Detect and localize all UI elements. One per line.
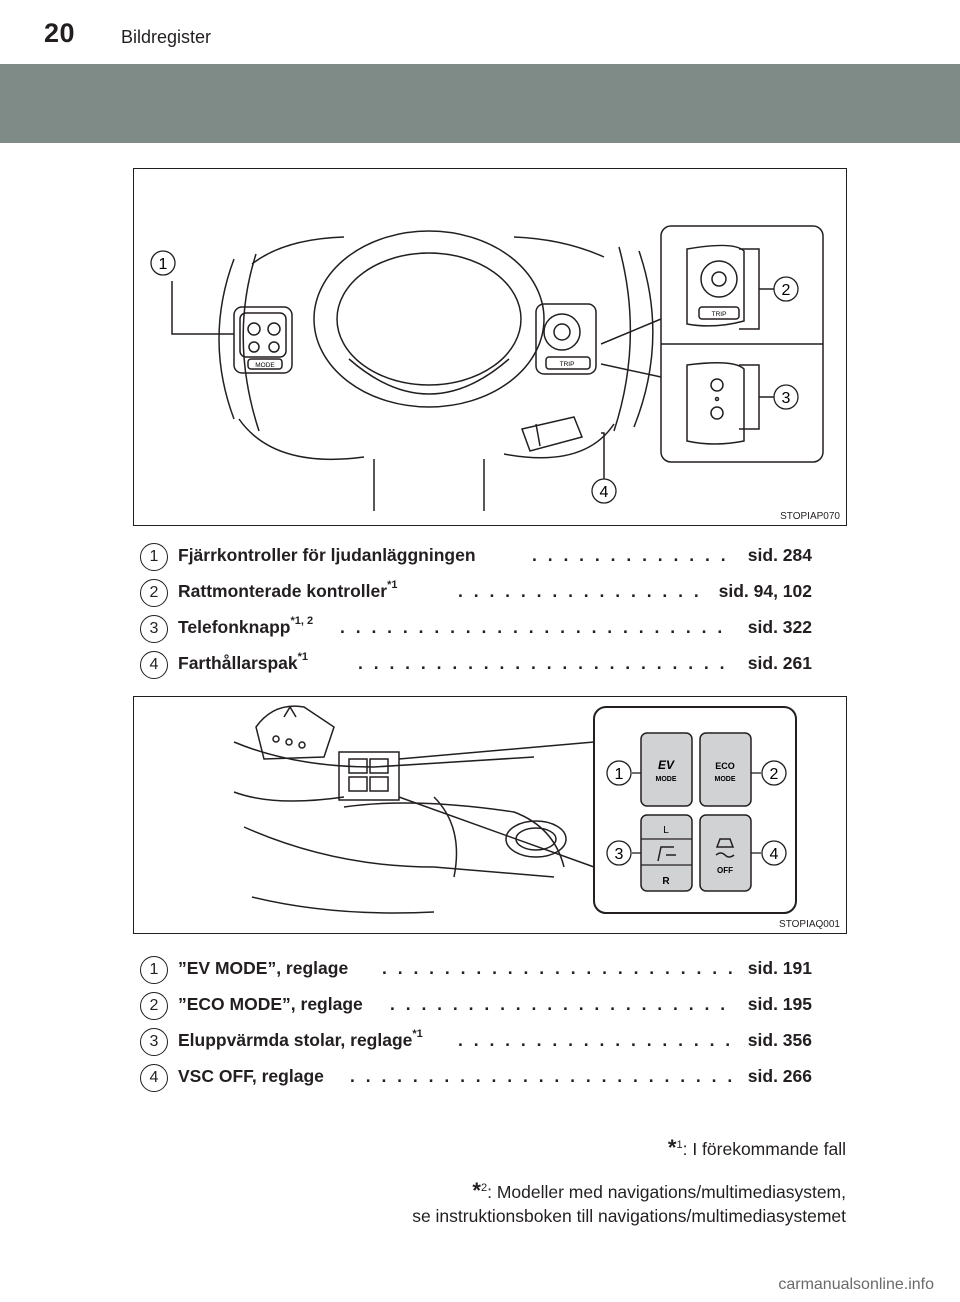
console-controls-list: 1 ”EV MODE”, reglage . . . . . . . . . .… [140,956,812,1100]
list-item: 3 Eluppvärmda stolar, reglage*1 . . . . … [140,1028,812,1064]
page-reference: sid. 261 [743,653,812,674]
leader-dots: . . . . . . . . . . . . . . . . . . . . … [358,653,732,673]
callout-4: 4 [751,840,787,866]
callout-3: 3 [773,384,799,410]
svg-text:4: 4 [770,846,779,863]
trip-label: TRIP [560,361,575,368]
page-header: 20 Bildregister [0,0,960,62]
list-item: 4 VSC OFF, reglage . . . . . . . . . . .… [140,1064,812,1100]
steering-controls-list: 1 Fjärrkontroller för ljudanläggningen .… [140,543,812,687]
item-number: 1 [140,543,168,571]
list-item: 1 ”EV MODE”, reglage . . . . . . . . . .… [140,956,812,992]
svg-text:MODE: MODE [715,776,736,783]
list-item: 1 Fjärrkontroller för ljudanläggningen .… [140,543,812,579]
seat-heater-button: L R [640,814,693,892]
steering-wheel-illustration: MODE TRIP TRIP 1 2 3 4 [150,225,824,511]
eco-mode-button: ECO MODE [699,732,752,807]
svg-text:2: 2 [782,282,791,299]
svg-text:3: 3 [782,390,791,407]
page-reference: sid. 191 [743,958,812,979]
item-label: Telefonknapp*1, 2 [178,615,314,637]
svg-text:OFF: OFF [717,866,733,875]
callout-1: 1 [150,250,176,276]
leader-dots: . . . . . . . . . . . . . . . . . . . . … [350,1066,732,1086]
item-label: Eluppvärmda stolar, reglage*1 [178,1028,423,1050]
svg-text:2: 2 [770,766,779,783]
item-label: VSC OFF, reglage [178,1066,324,1086]
list-item: 4 Farthållarspak*1 . . . . . . . . . . .… [140,651,812,687]
page-reference: sid. 356 [743,1030,812,1051]
callout-2: 2 [751,760,787,786]
leader-dots: . . . . . . . . . . . . . . . . . . . . … [340,617,732,637]
page-reference: sid. 195 [743,994,812,1015]
item-number: 3 [140,1028,168,1056]
page-reference: sid. 94, 102 [714,581,812,602]
callout-1: 1 [606,760,641,786]
item-number: 4 [140,1064,168,1092]
svg-text:ECO: ECO [715,761,735,771]
item-label: ”ECO MODE”, reglage [178,994,363,1014]
vsc-off-button: OFF [699,814,752,892]
leader-dots: . . . . . . . . . . . . . . . . . . . . … [532,545,732,565]
item-label: Rattmonterade kontroller*1 [178,579,398,601]
steering-wheel-figure: MODE TRIP TRIP 1 2 3 4 STOPIAP070 [133,168,847,526]
item-label: Farthållarspak*1 [178,651,309,673]
trip-label-inset: TRIP [712,311,727,318]
header-band [0,64,960,143]
list-item: 2 ”ECO MODE”, reglage . . . . . . . . . … [140,992,812,1028]
leader-dots: . . . . . . . . . . . . . . . . . . . . … [458,1030,732,1050]
svg-text:3: 3 [615,846,624,863]
svg-text:1: 1 [159,256,168,273]
page-reference: sid. 322 [743,617,812,638]
svg-text:R: R [662,876,670,887]
callout-2: 2 [773,276,799,302]
svg-text:1: 1 [615,766,624,783]
center-console-illustration: EV MODE ECO MODE L R OFF 1 [233,705,797,914]
item-label: Fjärrkontroller för ljudanläggningen [178,545,476,565]
item-number: 1 [140,956,168,984]
figure-code: STOPIAP070 [780,511,840,522]
item-number: 2 [140,579,168,607]
leader-dots: . . . . . . . . . . . . . . . . . . . . … [382,958,732,978]
figure-code: STOPIAQ001 [779,919,840,930]
center-console-figure: EV MODE ECO MODE L R OFF 1 [133,696,847,934]
item-number: 4 [140,651,168,679]
footnote-1: *1: I förekommande fall [667,1134,846,1160]
mode-label: MODE [255,362,275,369]
item-label: ”EV MODE”, reglage [178,958,349,978]
item-number: 3 [140,615,168,643]
leader-dots: . . . . . . . . . . . . . . . . . . . . … [458,581,698,601]
page-reference: sid. 266 [743,1066,812,1087]
section-title: Bildregister [121,27,212,47]
page-reference: sid. 284 [743,545,812,566]
list-item: 3 Telefonknapp*1, 2 . . . . . . . . . . … [140,615,812,651]
list-item: 2 Rattmonterade kontroller*1 . . . . . .… [140,579,812,615]
svg-text:MODE: MODE [656,776,677,783]
callout-4: 4 [591,478,617,504]
item-number: 2 [140,992,168,1020]
ev-mode-button: EV MODE [640,732,693,807]
svg-text:EV: EV [658,758,675,772]
page-number: 20 [44,18,76,48]
watermark: carmanualsonline.info [778,1276,934,1293]
svg-text:L: L [663,825,669,836]
svg-text:4: 4 [600,484,609,501]
seat-heater-icon [657,846,676,862]
callout-3: 3 [606,840,641,866]
vsc-icon [715,838,735,858]
footnote-2: *2: Modeller med navigations/multimedias… [412,1177,846,1226]
leader-dots: . . . . . . . . . . . . . . . . . . . . … [390,994,732,1014]
